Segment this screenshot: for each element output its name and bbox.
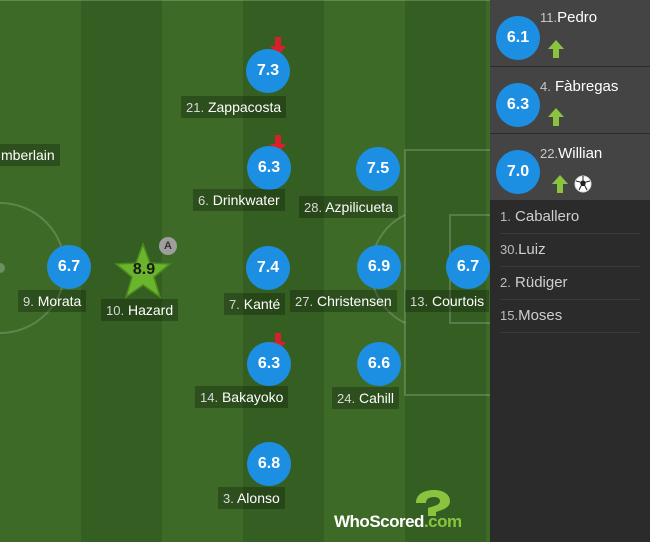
shirt-number: 28. xyxy=(304,200,323,215)
subbed-off-arrow-icon xyxy=(270,333,286,352)
player-name-text: Morata xyxy=(37,293,82,309)
player-name-text: Rüdiger xyxy=(515,274,568,291)
player-name-drinkwater[interactable]: 6. Drinkwater xyxy=(193,189,285,211)
shirt-number: 30. xyxy=(500,242,519,257)
assist-badge-icon: A xyxy=(159,237,177,255)
substitute-name: 22.Willian xyxy=(540,145,602,162)
player-name-courtois[interactable]: 13. Courtois xyxy=(405,290,490,312)
player-name-text: Zappacosta xyxy=(207,99,282,115)
rating-christensen[interactable]: 6.9 xyxy=(357,245,401,289)
football-goal-icon xyxy=(574,175,592,193)
player-name-text: Kanté xyxy=(243,296,281,312)
player-name-text: Drinkwater xyxy=(212,192,280,208)
rating-hazard: 8.9 xyxy=(132,261,156,278)
player-name-text: mberlain xyxy=(1,147,55,163)
player-name-azpilicueta[interactable]: 28. Azpilicueta xyxy=(299,196,398,218)
player-name-text: Azpilicueta xyxy=(325,199,393,215)
player-name-text: Pedro xyxy=(557,9,598,26)
shirt-number: 15. xyxy=(500,308,519,323)
player-name-christensen[interactable]: 27. Christensen xyxy=(290,290,397,312)
man-of-the-match-star-icon[interactable] xyxy=(112,242,174,300)
subbed-on-arrow-icon xyxy=(548,108,564,126)
substitute-willian[interactable]: 7.0 22.Willian xyxy=(490,134,650,201)
shirt-number: 11. xyxy=(540,10,558,25)
shirt-number: 4. xyxy=(540,79,551,94)
subbed-off-arrow-icon xyxy=(270,135,286,154)
player-name-text: Cahill xyxy=(358,390,394,406)
substitutes-panel: 6.1 11.Pedro 6.3 4. Fàbregas 7.0 22.Will… xyxy=(490,0,650,542)
player-name-chamberlain[interactable]: mberlain xyxy=(0,144,60,166)
player-name-bakayoko[interactable]: 14. Bakayoko xyxy=(195,386,289,408)
rating-courtois[interactable]: 6.7 xyxy=(446,245,490,289)
player-name-zappacosta[interactable]: 21. Zappacosta xyxy=(181,96,287,118)
whoscored-logo[interactable]: WhoScored.com xyxy=(334,512,462,532)
shirt-number: 22. xyxy=(540,146,559,161)
rating-bakayoko[interactable]: 6.3 xyxy=(247,342,291,386)
substitute-fabregas[interactable]: 6.3 4. Fàbregas xyxy=(490,67,650,134)
rating-willian: 7.0 xyxy=(496,150,540,194)
shirt-number: 21. xyxy=(186,100,205,115)
rating-fabregas: 6.3 xyxy=(496,83,540,127)
shirt-number: 27. xyxy=(295,294,314,309)
rating-zappacosta[interactable]: 7.3 xyxy=(246,49,290,93)
shirt-number: 13. xyxy=(410,294,429,309)
shirt-number: 9. xyxy=(23,294,34,309)
shirt-number: 14. xyxy=(200,390,219,405)
bench-player-luiz[interactable]: 30.Luiz xyxy=(500,234,640,267)
bench-player-moses[interactable]: 15.Moses xyxy=(500,300,640,333)
player-name-text: Caballero xyxy=(515,208,580,225)
player-name-text: Courtois xyxy=(431,293,485,309)
logo-main-text: WhoScored xyxy=(334,512,424,531)
player-name-cahill[interactable]: 24. Cahill xyxy=(332,387,399,409)
shirt-number: 1. xyxy=(500,209,511,224)
shirt-number: 10. xyxy=(106,303,125,318)
shirt-number: 3. xyxy=(223,491,234,506)
shirt-number: 7. xyxy=(229,297,240,312)
player-name-hazard[interactable]: 10. Hazard xyxy=(101,299,179,321)
player-name-text: Christensen xyxy=(316,293,392,309)
player-name-text: Hazard xyxy=(127,302,174,318)
logo-suffix-text: .com xyxy=(423,512,462,531)
bench-player-rudiger[interactable]: 2. Rüdiger xyxy=(500,267,640,300)
rating-alonso[interactable]: 6.8 xyxy=(247,442,291,486)
rating-kante[interactable]: 7.4 xyxy=(246,246,290,290)
bench-player-caballero[interactable]: 1. Caballero xyxy=(500,201,640,234)
rating-morata[interactable]: 6.7 xyxy=(47,245,91,289)
rating-drinkwater[interactable]: 6.3 xyxy=(247,146,291,190)
player-name-text: Alonso xyxy=(236,490,280,506)
substitute-name: 11.Pedro xyxy=(540,9,597,26)
player-name-text: Moses xyxy=(518,307,563,324)
rating-cahill[interactable]: 6.6 xyxy=(357,342,401,386)
whoscored-logo-icon xyxy=(416,490,450,516)
subbed-on-arrow-icon xyxy=(548,40,564,58)
player-name-alonso[interactable]: 3. Alonso xyxy=(218,487,285,509)
shirt-number: 24. xyxy=(337,391,356,406)
player-name-morata[interactable]: 9. Morata xyxy=(18,290,87,312)
substitute-pedro[interactable]: 6.1 11.Pedro xyxy=(490,0,650,67)
substitute-name: 4. Fàbregas xyxy=(540,78,618,95)
subbed-off-arrow-icon xyxy=(270,37,286,56)
shirt-number: 6. xyxy=(198,193,209,208)
pitch: mberlain 6.7 9. Morata 8.9 A 10. Hazard … xyxy=(0,0,490,542)
rating-azpilicueta[interactable]: 7.5 xyxy=(356,147,400,191)
player-name-text: Bakayoko xyxy=(221,389,284,405)
shirt-number: 2. xyxy=(500,275,511,290)
player-name-text: Willian xyxy=(558,145,603,162)
rating-pedro: 6.1 xyxy=(496,16,540,60)
player-name-kante[interactable]: 7. Kanté xyxy=(224,293,286,315)
player-name-text: Fàbregas xyxy=(555,78,619,95)
subbed-on-arrow-icon xyxy=(552,175,568,193)
player-name-text: Luiz xyxy=(518,241,546,258)
